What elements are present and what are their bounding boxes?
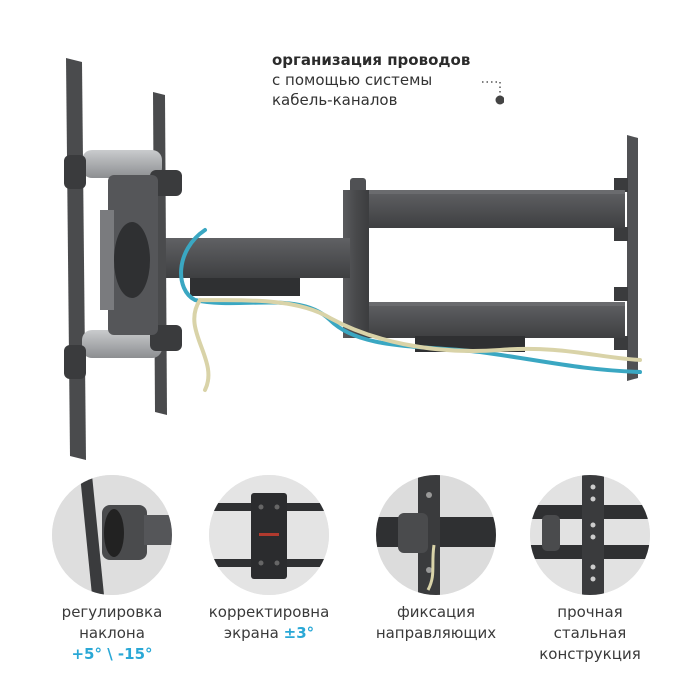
screen-plate-icon [209,475,329,595]
upper-arm [345,178,625,228]
feature-tilt: регулировка наклона +5° \ -15° [32,475,192,665]
callout-pointer-icon [482,81,504,105]
tv-bracket [64,58,182,460]
feature-screen-line-2: экрана ±3° [189,623,349,644]
feature-steel-frame: прочная стальная конструкция [510,475,670,665]
feature-screen-correction: корректировна экрана ±3° [189,475,349,644]
tv-mount-illustration [64,58,642,460]
wall-plate [614,135,638,381]
feature-screen-line-1: корректировна [208,603,330,621]
feature-tilt-accent: +5° \ -15° [71,645,153,663]
tilt-joint-icon [52,475,172,595]
cable-management-callout: организация проводов с помощью системы к… [272,50,470,110]
feature-rail-lock: фиксация направляющих [356,475,516,644]
feature-screen-accent: ±3° [283,624,315,642]
callout-line-1: организация проводов [272,51,471,69]
feature-steel-line-3: конструкция [539,645,641,663]
feature-rail-line-2: направляющих [375,624,497,642]
feature-screen-line-2-text: экрана [223,624,284,642]
feature-tilt-line-2: наклона [79,624,145,642]
feature-steel-line-1: прочная [557,603,623,621]
callout-line-2: с помощью системы [272,71,433,89]
callout-line-3: кабель-каналов [272,91,398,109]
lower-arm [345,302,625,352]
features-row: регулировка наклона +5° \ -15° корректир… [0,475,700,700]
cables [179,228,642,392]
steel-frame-icon [530,475,650,595]
rail-lock-icon [376,475,496,595]
feature-steel-line-2: стальная [553,624,627,642]
feature-tilt-line-1: регулировка [61,603,163,621]
feature-rail-line-1: фиксация [396,603,476,621]
